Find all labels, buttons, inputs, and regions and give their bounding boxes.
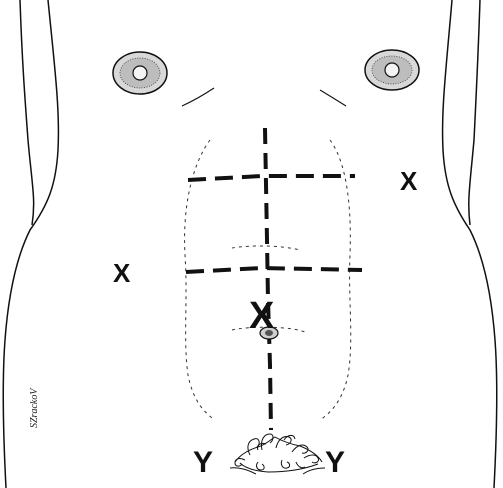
right-nipple <box>365 50 419 90</box>
artist-signature: SZrackoV <box>29 387 40 428</box>
right-body-contour <box>443 0 497 488</box>
upper-right-x-marker: X <box>400 166 418 196</box>
left-arm-contour <box>20 0 34 225</box>
umbilical-x-marker: X <box>249 295 275 337</box>
pubic-hair <box>230 434 325 474</box>
torso-outline <box>3 0 497 488</box>
right-arm-contour <box>469 0 480 225</box>
left-x-marker: X <box>113 258 131 288</box>
right-y-marker: Y <box>325 446 345 479</box>
left-y-marker: Y <box>193 446 213 479</box>
chest-folds <box>182 88 346 106</box>
upper-transverse-line <box>188 176 355 180</box>
left-nipple <box>113 52 167 94</box>
vertical-midline <box>265 128 271 430</box>
quadrant-lines <box>186 128 362 430</box>
lower-transverse-line <box>186 268 362 272</box>
